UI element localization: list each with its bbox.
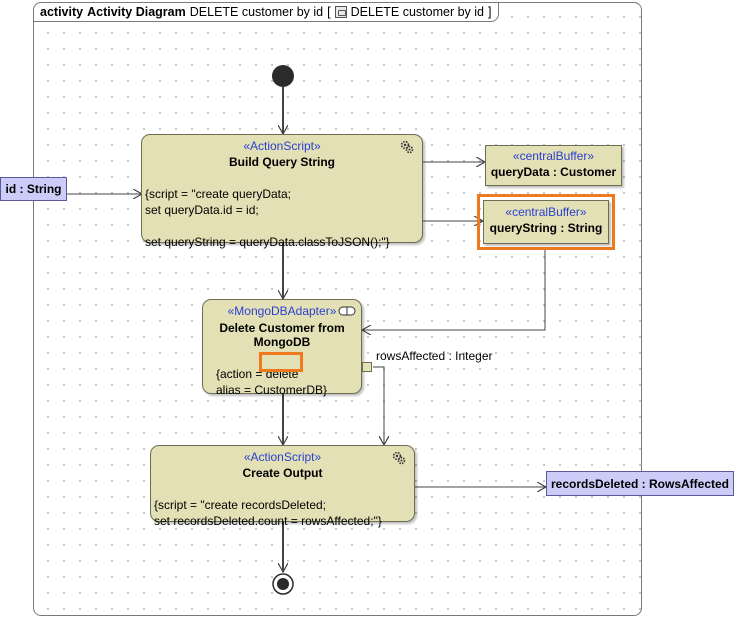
buffer-query-string[interactable]: «centralBuffer» queryString : String xyxy=(483,200,609,244)
query-data-name: queryData : Customer xyxy=(490,165,617,179)
input-parameter-id[interactable]: id : String xyxy=(0,177,67,201)
gear-icon xyxy=(400,140,414,154)
rows-affected-label: rowsAffected : Integer xyxy=(376,349,493,363)
build-stereotype: «ActionScript» xyxy=(243,139,321,153)
output-parameter-label: recordsDeleted : RowsAffected xyxy=(550,476,730,491)
frame-kind: activity xyxy=(40,5,84,19)
frame-behavior: DELETE customer by id xyxy=(350,5,485,19)
gear-icon xyxy=(392,451,406,465)
flow-querystring-to-delete xyxy=(362,250,546,330)
delete-title-line-1: Delete Customer from xyxy=(219,321,345,335)
delete-stereotype: «MongoDBAdapter» xyxy=(227,304,337,318)
query-string-name: queryString : String xyxy=(489,221,603,235)
final-node-core xyxy=(277,578,289,590)
output-pin-rows-affected[interactable] xyxy=(362,362,372,372)
query-data-stereotype: «centralBuffer» xyxy=(512,149,595,163)
output-line-1: {script = "create recordsDeleted; xyxy=(154,498,327,512)
frame-diagram-type: Activity Diagram xyxy=(87,5,186,19)
delete-action-prefix: {action = xyxy=(216,367,266,381)
build-line-1: {script = "create queryData; xyxy=(145,187,291,201)
frame-bracket-open: [ xyxy=(327,5,331,19)
frame-name: DELETE customer by id xyxy=(189,5,324,19)
initial-node xyxy=(272,65,294,87)
build-title: Build Query String xyxy=(228,155,335,169)
input-parameter-label: id : String xyxy=(5,182,62,196)
build-line-2: set queryData.id = id; xyxy=(145,203,259,217)
call-behavior-icon xyxy=(338,306,356,316)
action-delete-customer[interactable]: «MongoDBAdapter» Delete Customer from Mo… xyxy=(202,299,362,397)
output-title: Create Output xyxy=(242,466,323,480)
query-string-stereotype: «centralBuffer» xyxy=(505,205,587,219)
highlight-query-string xyxy=(477,194,615,250)
buffer-query-data[interactable]: «centralBuffer» queryData : Customer xyxy=(485,145,622,186)
output-stereotype: «ActionScript» xyxy=(243,450,322,464)
frame-bracket-close: ] xyxy=(488,5,492,19)
highlight-action-delete xyxy=(259,352,303,372)
output-line-2: set recordsDeleted.count = rowsAffected;… xyxy=(154,514,382,528)
build-line-4: set queryString = queryData.classToJSON(… xyxy=(145,235,390,249)
action-create-output[interactable]: «ActionScript» Create Output {script = "… xyxy=(150,445,415,528)
delete-alias-line: alias = CustomerDB} xyxy=(216,383,328,397)
flow-rows-to-output xyxy=(373,366,384,445)
activity-icon xyxy=(334,6,347,18)
build-line-3 xyxy=(145,218,422,234)
output-parameter-records-deleted[interactable]: recordsDeleted : RowsAffected xyxy=(546,471,734,496)
frame-header: activity Activity Diagram DELETE custome… xyxy=(33,2,499,22)
action-build-query-string[interactable]: «ActionScript» Build Query String {scrip… xyxy=(141,134,423,249)
delete-title-line-2: MongoDB xyxy=(253,335,311,349)
